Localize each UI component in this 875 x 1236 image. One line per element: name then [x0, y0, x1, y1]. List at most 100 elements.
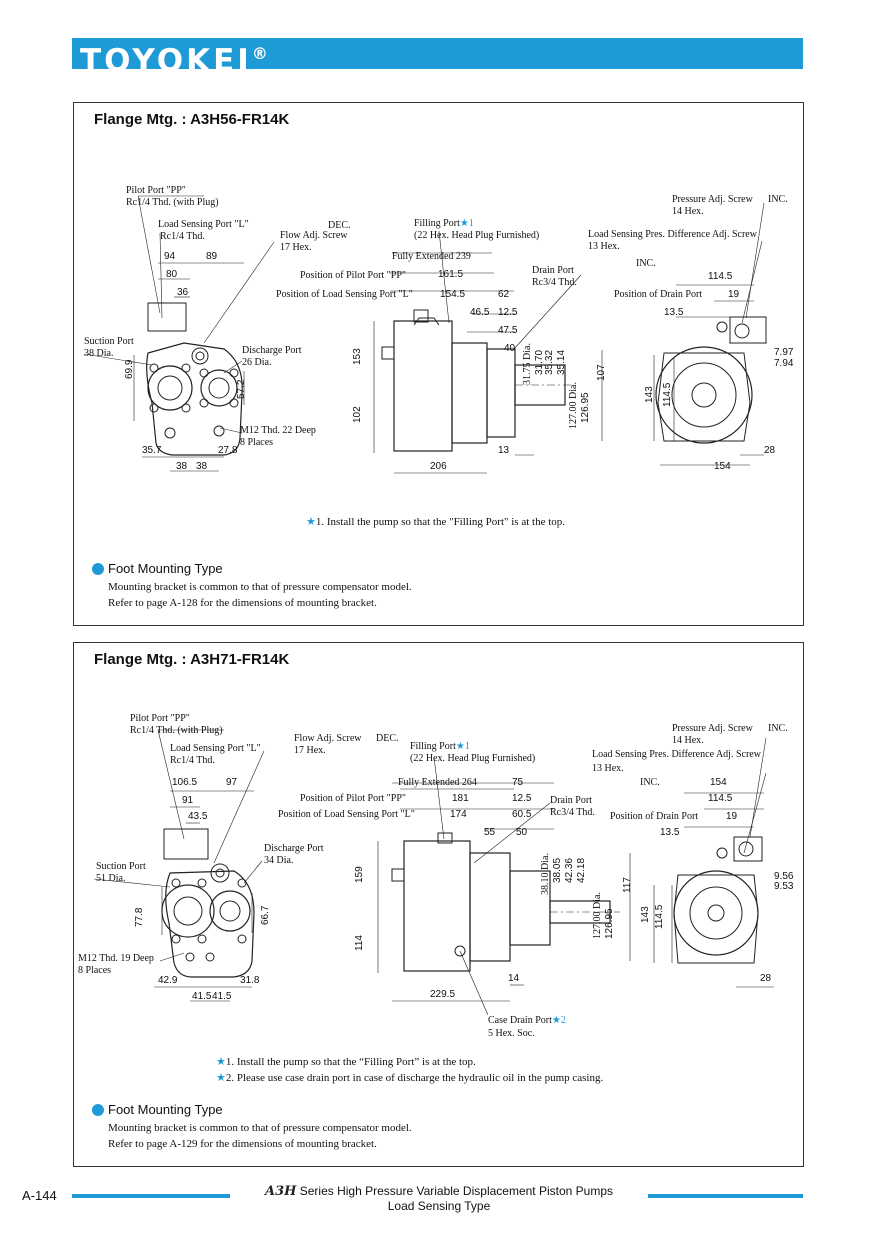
dim: 62: [498, 289, 510, 300]
bullet-dot-icon: [92, 1104, 104, 1116]
label-drain-thd: Rc3/4 Thd.: [532, 277, 577, 288]
label-flow-screw: Flow Adj. Screw: [280, 230, 348, 241]
dim: 35.14: [556, 349, 567, 375]
star-icon: ★1: [459, 218, 474, 229]
dim: 31.8: [240, 975, 260, 986]
label-pos-ls: Position of Load Sensing Port "L": [278, 809, 415, 820]
label-pos-ls: Position of Load Sensing Port "L": [276, 289, 413, 300]
dim: 35.7: [142, 445, 162, 456]
label-inc-1: INC.: [768, 194, 788, 205]
label-inc-2: INC.: [636, 258, 656, 269]
dim: 42.18: [576, 857, 587, 883]
label-filling-port: Filling Port★1: [414, 218, 474, 229]
label-ls-thd: Rc1/4 Thd.: [160, 231, 205, 242]
footer-rule-right: [648, 1194, 803, 1198]
dim: 181: [452, 793, 469, 804]
rear-view: [653, 737, 774, 988]
label-filling-port: Filling Port★1: [410, 741, 470, 752]
star-icon: ★: [216, 1072, 226, 1084]
label-press-hex: 14 Hex.: [672, 735, 704, 746]
label-pilot-thd: Rc1/4 Thd. (with Plug): [126, 197, 219, 208]
install-note-1: ★1. Install the pump so that the "Fillin…: [306, 516, 566, 528]
side-housing-front: [393, 320, 453, 452]
footer-rule-left: [72, 1194, 230, 1198]
registered-mark: ®: [251, 44, 268, 63]
dim: 13: [498, 445, 510, 456]
foot-mounting-text: Mounting bracket is common to that of pr…: [108, 581, 412, 609]
label-case-drain: Case Drain Port★2: [488, 1015, 566, 1026]
label-drain-port: Drain Port: [532, 265, 574, 276]
label-dec: DEC.: [328, 220, 351, 231]
dim: 161.5: [438, 269, 464, 280]
label-inc-2: INC.: [640, 777, 660, 788]
label-drain-port: Drain Port: [550, 795, 592, 806]
dim: 154.5: [440, 289, 466, 300]
foot-mounting-text: Mounting bracket is common to that of pr…: [108, 1122, 412, 1150]
dim: 154: [710, 777, 727, 788]
pilot-block: [147, 302, 187, 332]
label-lspd-hex: 13 Hex.: [592, 763, 624, 774]
dim: 60.5: [512, 809, 532, 820]
dim: 38.05: [552, 857, 563, 883]
dim: 7.94: [774, 358, 794, 369]
bullet-dot-icon: [92, 563, 104, 575]
suction-port-circle: [147, 365, 193, 411]
dim: 12.5: [498, 307, 518, 318]
label-suction: Suction Port: [96, 861, 146, 872]
side-view: [373, 230, 603, 474]
dim: 89: [206, 251, 218, 262]
label-ls-port: Load Sensing Port "L": [158, 219, 249, 230]
dim: 102: [352, 406, 363, 423]
dim: 114.5: [662, 382, 673, 407]
label-drain-thd: Rc3/4 Thd.: [550, 807, 595, 818]
dim: 40: [504, 343, 516, 354]
dim: 12.5: [512, 793, 532, 804]
label-lspd-hex: 13 Hex.: [588, 241, 620, 252]
dim: 154: [714, 461, 731, 472]
dim: 27.8: [218, 445, 238, 456]
dim: 126.95: [580, 392, 591, 423]
panel-a3h71: Flange Mtg. : A3H71-FR14K: [73, 642, 804, 1167]
dim: 9.56: [774, 871, 794, 882]
dim: 229.5: [430, 989, 456, 1000]
dim: 38: [176, 461, 188, 472]
label-places: 8 Places: [78, 965, 112, 976]
footer-series: A3H Series High Pressure Variable Displa…: [234, 1184, 644, 1213]
dim: 35.32: [544, 349, 555, 375]
dim: 9.53: [774, 881, 794, 892]
foot-mounting-heading: Foot Mounting Type: [92, 1102, 223, 1117]
label-discharge-dia: 26 Dia.: [242, 357, 272, 368]
dim: 43.5: [188, 811, 208, 822]
label-press-screw: Pressure Adj. Screw: [672, 194, 753, 205]
dim: 42.9: [158, 975, 178, 986]
dim: 31.75 Dia.: [522, 343, 533, 385]
dim: 41.5: [212, 991, 232, 1002]
dim: 206: [430, 461, 447, 472]
label-filling-plug: (22 Hex. Head Plug Furnished): [410, 753, 536, 764]
label-ls-thd: Rc1/4 Thd.: [170, 755, 215, 766]
rear-view: [653, 202, 767, 466]
label-press-screw: Pressure Adj. Screw: [672, 723, 753, 734]
dim: 114.5: [654, 904, 665, 929]
brand-name: TOYOKEI: [80, 43, 252, 79]
dim: 57.2: [236, 379, 247, 399]
series-logo: A3H: [264, 1184, 297, 1199]
type-text: Load Sensing Type: [387, 1199, 491, 1213]
front-view: [93, 729, 265, 1002]
dim: 13.5: [664, 307, 684, 318]
front-housing: [146, 342, 243, 456]
dim: 77.8: [134, 907, 145, 927]
label-filling-plug: (22 Hex. Head Plug Furnished): [414, 230, 540, 241]
label-inc-1: INC.: [768, 723, 788, 734]
series-text: Series High Pressure Variable Displaceme…: [299, 1184, 613, 1198]
label-pilot-port: Pilot Port "PP": [130, 713, 190, 724]
discharge-port-circle: [200, 369, 238, 407]
dim: 28: [764, 445, 776, 456]
drawing-a3h71: [93, 729, 774, 1016]
label-discharge: Discharge Port: [264, 843, 324, 854]
label-pos-pilot: Position of Pilot Port "PP": [300, 270, 406, 281]
label-m12: M12 Thd. 22 Deep: [240, 425, 316, 436]
dim: 28: [760, 973, 772, 984]
dim: 127.00 Dia.: [568, 382, 579, 429]
page-number: A-144: [22, 1188, 57, 1203]
